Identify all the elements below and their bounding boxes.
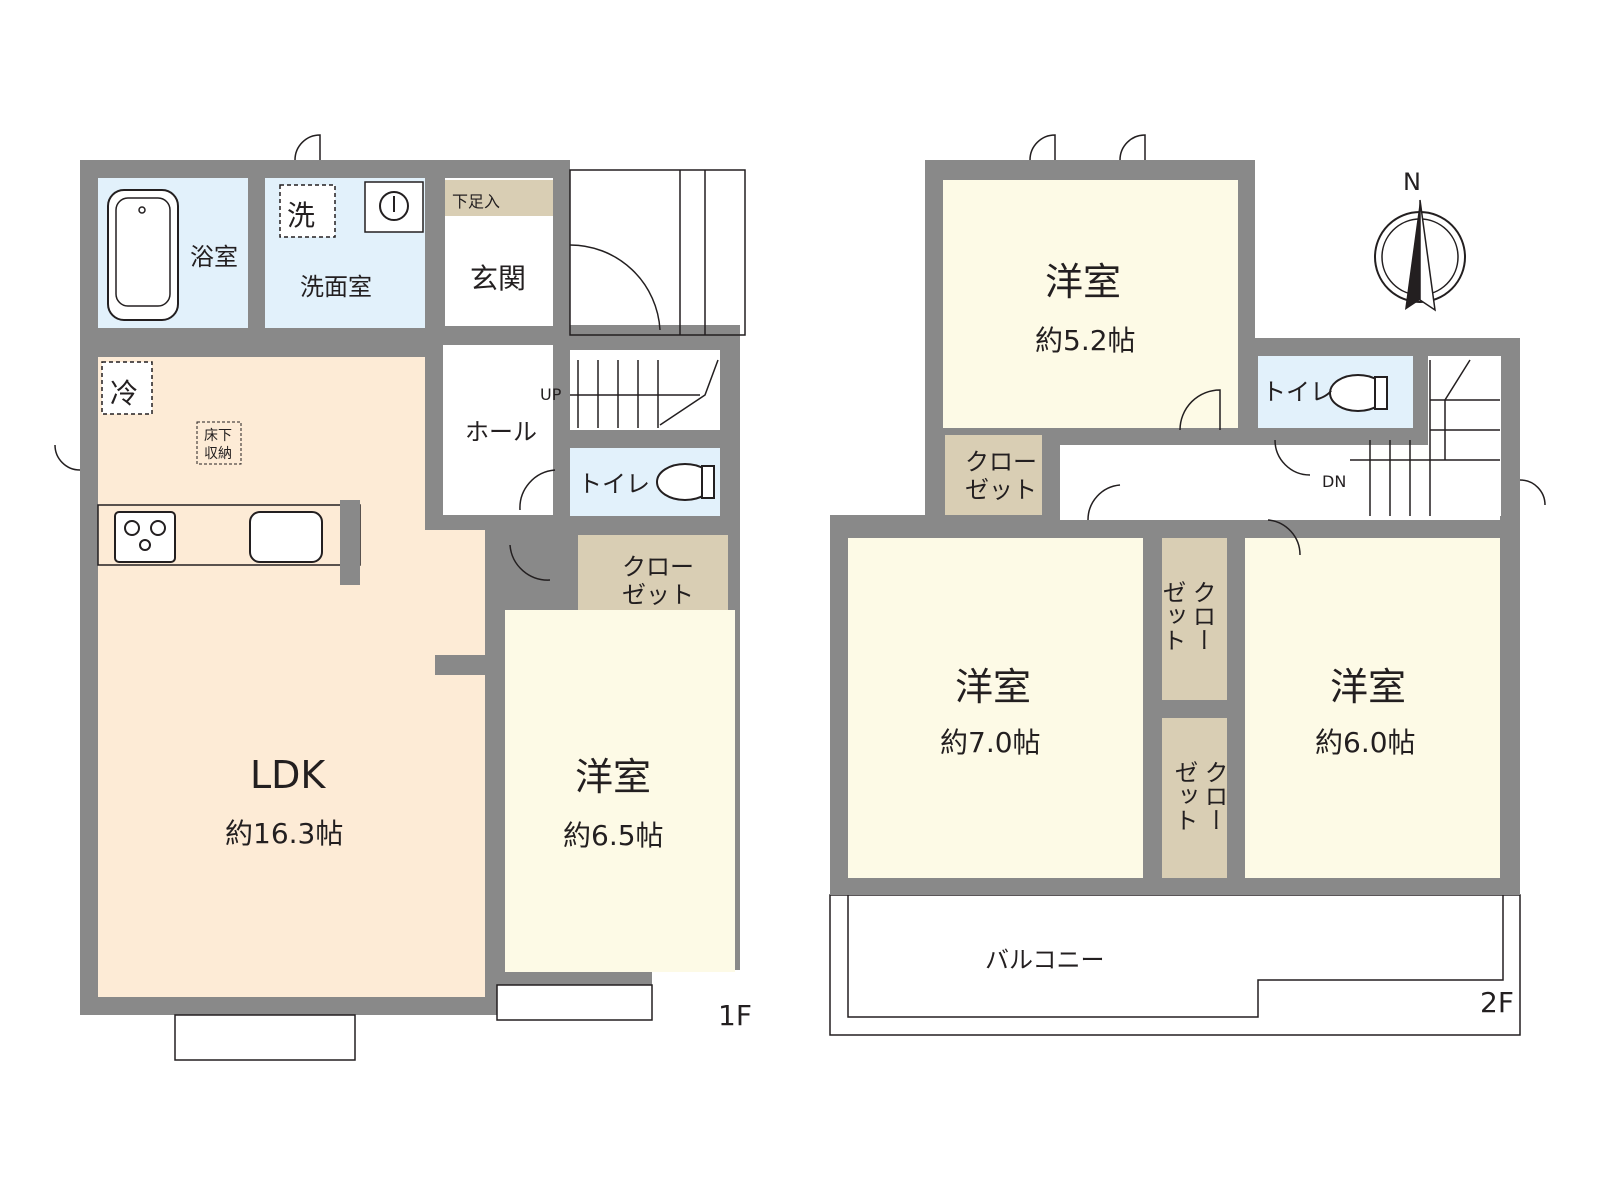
stairs-1f-area bbox=[570, 350, 720, 430]
fridge-label: 冷 bbox=[110, 377, 138, 410]
closet-1f-label-2: ゼット bbox=[622, 581, 694, 609]
stairs-2f bbox=[1350, 359, 1500, 516]
toilet-2f-label: トイレ bbox=[1262, 378, 1334, 406]
underfloor-label-2: 収納 bbox=[204, 446, 232, 462]
floor-2f-label: 2F bbox=[1480, 986, 1514, 1019]
closet-1f-label-1: クロー bbox=[622, 553, 694, 581]
entrance-exterior bbox=[569, 169, 746, 336]
stairs-down-label: DN bbox=[1322, 472, 1346, 491]
washbasin-icon bbox=[364, 181, 424, 233]
doors-2f bbox=[1029, 134, 1546, 556]
stairs-1f bbox=[570, 359, 719, 428]
room-left-area: 約7.0帖 bbox=[940, 726, 1041, 759]
balcony bbox=[829, 894, 1521, 1036]
stairs-up-label: UP bbox=[540, 385, 562, 404]
compass-north: N bbox=[1403, 168, 1421, 196]
room-left-floor bbox=[848, 538, 1143, 878]
stairs-2f-floor bbox=[1428, 356, 1501, 516]
room-top-area: 約5.2帖 bbox=[1035, 324, 1136, 357]
underfloor-label-1: 床下 bbox=[204, 428, 232, 444]
sink-icon bbox=[249, 511, 323, 563]
room-1f-area: 約6.5帖 bbox=[563, 819, 664, 852]
toilet-1f-label: トイレ bbox=[578, 470, 650, 498]
closet-top-label-2: ゼット bbox=[965, 476, 1037, 504]
balcony-label: バルコニー bbox=[985, 946, 1105, 974]
closet-top-floor bbox=[945, 435, 1042, 515]
shoe-storage bbox=[445, 180, 553, 216]
toilet-2f-icon bbox=[1329, 374, 1388, 412]
closet-v2-floor bbox=[1162, 718, 1227, 878]
washer-label: 洗 bbox=[287, 199, 315, 232]
ldk-name: LDK bbox=[250, 753, 326, 797]
washroom-label: 洗面室 bbox=[300, 273, 372, 301]
room-left-name: 洋室 bbox=[955, 665, 1031, 709]
room-1f-name: 洋室 bbox=[575, 755, 651, 799]
closet-v1-label-2: ゼット bbox=[1158, 580, 1186, 652]
room-1f-floor bbox=[505, 610, 735, 972]
ldk-area: 約16.3帖 bbox=[225, 817, 343, 850]
closet-v2-label-2: ゼット bbox=[1170, 760, 1198, 832]
underfloor-storage bbox=[196, 421, 242, 465]
room-right-floor bbox=[1245, 538, 1500, 878]
shoe-storage-label: 下足入 bbox=[452, 192, 500, 211]
entrance-label: 玄関 bbox=[470, 262, 526, 295]
floor-2f: N 洋室 約5.2帖 トイレ DN クロー ゼット クロー ゼット クロー ゼッ… bbox=[829, 134, 1546, 1036]
floor-1f-label: 1F bbox=[718, 999, 752, 1032]
bay-window-1f bbox=[174, 1014, 356, 1061]
compass-icon bbox=[1374, 199, 1466, 312]
floor-1f: 浴室 洗面室 洗 冷 下足入 玄関 ホール UP トイレ 床下 収納 クロー ゼ… bbox=[54, 134, 752, 1061]
hall-label: ホール bbox=[465, 418, 537, 446]
closet-v1-floor bbox=[1162, 538, 1227, 700]
fridge-mark bbox=[101, 361, 153, 415]
room-top-floor bbox=[943, 180, 1238, 428]
closet-v1-label-1: クロー bbox=[1188, 580, 1216, 652]
toilet-1f-icon bbox=[656, 463, 715, 501]
closet-v2-label-1: クロー bbox=[1200, 760, 1228, 832]
bath-label: 浴室 bbox=[190, 243, 238, 271]
closet-1f-floor bbox=[578, 535, 728, 610]
room-top-name: 洋室 bbox=[1045, 260, 1121, 304]
room-right-area: 約6.0帖 bbox=[1315, 726, 1416, 759]
closet-top-label-1: クロー bbox=[965, 448, 1037, 476]
hall-floor bbox=[443, 345, 553, 515]
washer-mark bbox=[279, 184, 336, 238]
balcony-inner bbox=[847, 895, 1504, 1018]
doors-1f bbox=[54, 134, 556, 581]
step-1f bbox=[496, 984, 653, 1021]
kitchen-wall bbox=[340, 500, 360, 585]
bathtub-icon bbox=[107, 189, 179, 321]
room-right-name: 洋室 bbox=[1330, 665, 1406, 709]
stove-icon bbox=[114, 511, 176, 563]
